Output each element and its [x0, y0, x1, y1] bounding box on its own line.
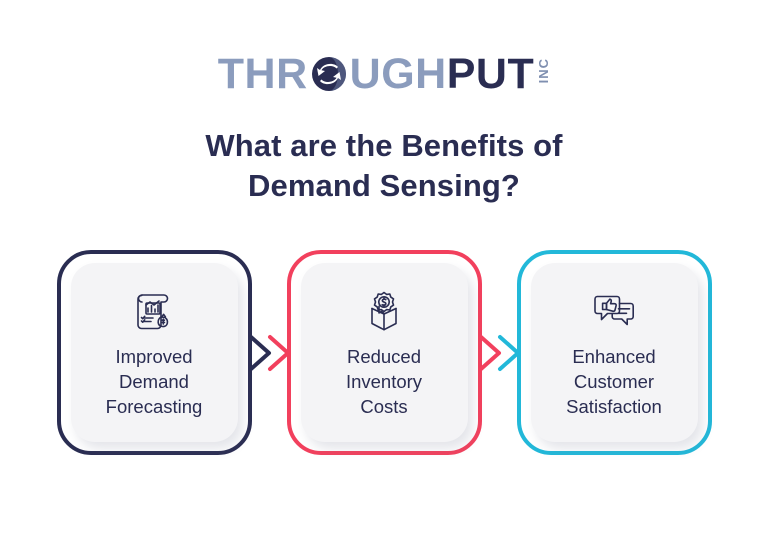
card-label-2-line-2: Inventory [345, 371, 423, 392]
arrow-card1-to-card2 [248, 331, 275, 375]
card-label-1-line-1: Improved [115, 346, 193, 367]
logo-text-ugh: UGH [349, 50, 447, 98]
logo-text-thr: THR [217, 50, 308, 98]
card-label-2-line-3: Costs [360, 396, 408, 417]
arrow-card2-to-card3 [478, 331, 505, 375]
benefit-card-reduced-inventory-costs[interactable]: Reduced Inventory Costs [267, 250, 501, 455]
card-label-3-line-1: Enhanced [572, 346, 656, 367]
card-label-1: Improved Demand Forecasting [100, 344, 209, 419]
scroll-chart-money-bag-icon [128, 285, 180, 337]
globe-cycle-icon [309, 54, 349, 94]
arrow-notch-card2-left [264, 331, 290, 375]
card-label-2-line-1: Reduced [346, 346, 422, 367]
card-panel-2: Reduced Inventory Costs [300, 263, 468, 442]
page-title-line-2: Demand Sensing? [248, 168, 520, 203]
chat-thumbs-up-icon [588, 285, 640, 337]
card-label-3-line-2: Customer [573, 371, 655, 392]
logo-text-inc: INC [536, 58, 552, 84]
page-title: What are the Benefits of Demand Sensing? [0, 126, 768, 206]
card-label-2: Reduced Inventory Costs [340, 344, 428, 419]
card-label-3-line-3: Satisfaction [566, 396, 662, 417]
benefit-card-improved-demand-forecasting[interactable]: Improved Demand Forecasting [56, 250, 271, 455]
logo-text-put: PUT [446, 50, 535, 98]
open-box-dollar-badge-icon [358, 285, 410, 337]
card-label-1-line-3: Forecasting [105, 396, 203, 417]
benefits-card-row: Improved Demand Forecasting [0, 250, 768, 460]
arrow-notch-card3-left [494, 331, 520, 375]
card-panel-3: Enhanced Customer Satisfaction [530, 263, 698, 442]
card-panel-1: Improved Demand Forecasting [70, 263, 238, 442]
logo-lockup: THR UGH PUT INC [217, 50, 552, 98]
brand-logo: THR UGH PUT INC [0, 48, 768, 100]
benefit-card-enhanced-customer-satisfaction[interactable]: Enhanced Customer Satisfaction [497, 250, 712, 455]
card-label-1-line-2: Demand [119, 371, 189, 392]
page-title-line-1: What are the Benefits of [205, 128, 563, 163]
card-label-3: Enhanced Customer Satisfaction [560, 344, 668, 419]
